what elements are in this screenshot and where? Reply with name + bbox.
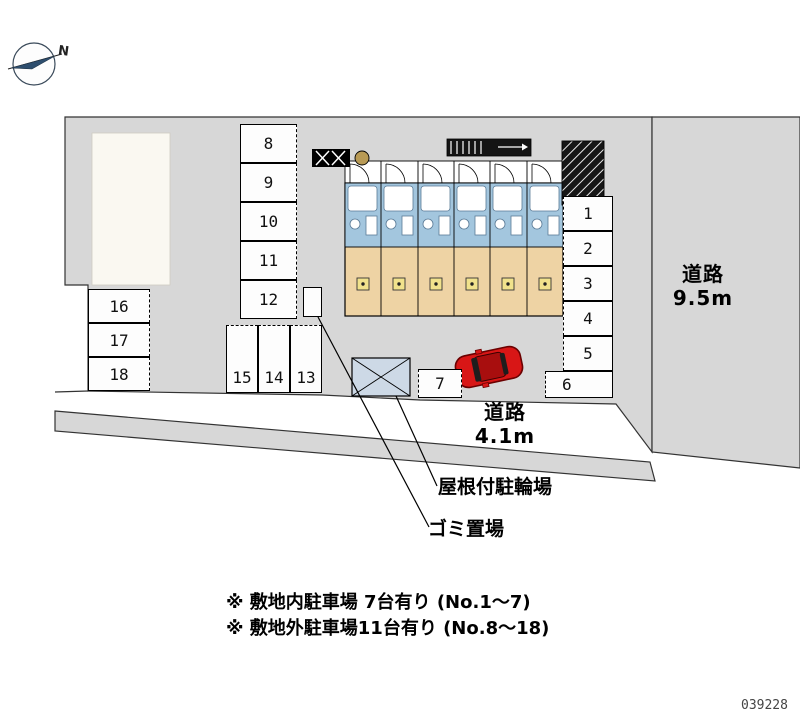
- east-road-width: 9.5m: [672, 286, 734, 310]
- parking-notes: ※ 敷地内駐車場 7台有り (No.1～7) ※ 敷地外駐車場11台有り (No…: [226, 590, 549, 642]
- parking-space-7: 7: [418, 369, 462, 398]
- parking-space-2: 2: [563, 231, 613, 266]
- south-road-name: 道路: [484, 400, 526, 424]
- parking-space-10: 10: [240, 202, 297, 241]
- x-sign: [312, 149, 350, 167]
- parking-space-18: 18: [88, 357, 150, 391]
- neighbor-building-footprint: [91, 132, 171, 286]
- parking-space-14: 14: [258, 325, 290, 393]
- parking-space-3: 3: [563, 266, 613, 301]
- parking-space-17: 17: [88, 323, 150, 357]
- east-road-name: 道路: [682, 262, 724, 286]
- plan-id: 039228: [741, 698, 788, 713]
- bicycle-parking-structure: [351, 357, 411, 397]
- parking-space-9: 9: [240, 163, 297, 202]
- parking-space-6: 6: [545, 371, 613, 398]
- parking-space-13: 13: [290, 325, 322, 393]
- round-marker-icon: [354, 150, 370, 166]
- parking-space-1: 1: [563, 196, 613, 231]
- garbage-area-callout: ゴミ置場: [428, 518, 505, 540]
- east-road-area: [651, 116, 800, 469]
- parking-space-8: 8: [240, 124, 297, 163]
- parking-space-16: 16: [88, 289, 150, 323]
- note-line-1: ※ 敷地内駐車場 7台有り (No.1～7): [226, 592, 531, 613]
- bicycle-leader-line: [395, 395, 438, 487]
- south-road-label: 道路 4.1m: [462, 400, 548, 448]
- note-line-2: ※ 敷地外駐車場11台有り (No.8～18): [226, 618, 550, 639]
- parking-space-4: 4: [563, 301, 613, 336]
- garbage-leader-line: [317, 316, 430, 528]
- parking-space-15: 15: [226, 325, 258, 393]
- bicycle-parking-callout: 屋根付駐輪場: [438, 476, 553, 498]
- east-road-label: 道路 9.5m: [664, 262, 742, 310]
- stairs-block: [446, 138, 532, 157]
- south-road-width: 4.1m: [474, 424, 536, 448]
- parking-space-5: 5: [563, 336, 613, 371]
- compass-icon: [7, 42, 63, 86]
- compass-north-label: N: [57, 43, 70, 60]
- parking-space-12: 12: [240, 280, 297, 319]
- garbage-area-box: [303, 287, 322, 317]
- hatched-structure: [561, 140, 605, 206]
- parking-space-11: 11: [240, 241, 297, 280]
- apartment-building: [344, 160, 564, 317]
- south-road-far-side: [54, 390, 656, 482]
